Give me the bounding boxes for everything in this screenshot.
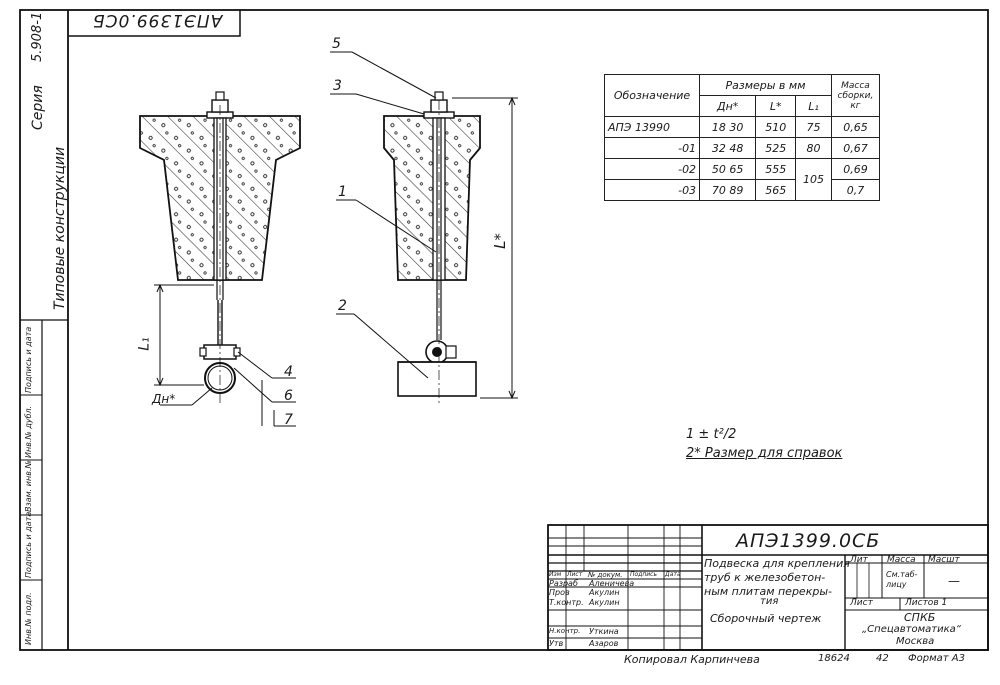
spec-sub-l: L* [755,95,797,117]
table-row: -03 70 89 565 0,7 [603,179,881,201]
name-approver: Азаров [589,639,619,648]
callout-1: 1 [338,184,347,200]
note-2: 2* Размер для справок [686,446,843,461]
side-field-1: Инв.№ подл. [24,592,33,645]
series-label: Серия [30,85,46,130]
note-1-text: ± t²/2 [698,427,737,442]
title-name-line2: труб к железобетон- [704,571,826,584]
change-header-list: Лист [567,571,583,578]
title-name-line1: Подвеска для крепления [704,557,850,570]
series-number: 5.908-1 [30,11,45,62]
title-block-code: АПЭ1399.0СБ [736,530,881,552]
name-tech-control: Акулин [589,598,620,607]
role-norm-control: Н.контр. [549,627,581,635]
mass-value: См.таб-лицу [886,570,918,589]
table-row: -02 50 65 555 105 0,69 [603,158,881,201]
name-norm-control: Уткина [589,627,619,636]
doc-type: Сборочный чертеж [710,612,822,625]
callout-6: 6 [284,388,293,404]
sheet-frame [19,9,989,651]
spec-header-sizes: Размеры в мм [699,74,832,96]
role-developer: Разраб [549,579,578,588]
category-label: Типовые конструкции [52,146,68,310]
left-view [139,91,301,427]
side-field-5: Подпись и дата [24,326,33,393]
name-checker: Акулин [589,588,620,597]
callout-5: 5 [332,36,341,52]
col-mass: Масса [887,555,916,565]
role-tech-control: Т.контр. [549,598,584,607]
dim-lstar-label: L* [490,233,509,249]
side-field-3: Взам. инв.№ [24,460,33,512]
dim-l1-label: L₁ [136,337,153,351]
pipe-right [397,361,477,397]
table-row: АПЭ 13990 18 30 510 75 0,65 [603,116,881,138]
name-developer: Аленичева [589,579,635,588]
corner-code: АПЭ1399.0СБ [92,10,223,30]
spec-sub-l1: L₁ [795,95,832,117]
sheets-label: Листов 1 [905,598,948,608]
scale-value: — [948,574,960,588]
right-view [330,51,518,405]
spec-table: Обозначение Размеры в мм Масса сборки, к… [603,74,881,201]
org-line1: СПКБ [904,611,936,624]
callout-3: 3 [333,78,342,94]
side-field-4: Инв.№ дубл. [24,405,33,458]
footer-order: 18624 [818,653,850,664]
callout-4: 4 [284,364,293,380]
callout-7: 7 [284,412,293,428]
title-name-line3: ным плитам перекры- [704,585,832,598]
spec-header-designation: Обозначение [603,74,701,117]
side-field-2: Подпись и дата [24,511,33,578]
change-header-date: Дата [665,571,681,578]
dim-dn-label: Дн* [152,392,176,406]
spec-sub-dn: Дн* [699,95,757,117]
footer-format: Формат А3 [908,653,965,664]
role-checker: Пров [549,588,570,597]
callout-2: 2 [338,298,347,314]
role-approver: Утв [549,639,564,648]
col-scale: Масшт [928,555,960,565]
title-name-line4: тия [760,596,779,607]
corner-code-box [68,10,241,37]
col-lit: Лит [850,555,868,565]
note-1-number: 1 [686,427,695,442]
spec-header-mass: Масса сборки, кг [830,74,881,117]
footer-code: 42 [876,653,889,664]
sheet-label: Лист [850,598,873,608]
note-1: 1 ± t²/2 [686,427,736,442]
table-row: -01 32 48 525 80 0,67 [603,137,881,159]
org-line3: Москва [896,636,935,647]
change-header-sign: Подпись [630,571,657,578]
concrete-slab-right [383,115,481,281]
change-header-izm: Изм [549,571,562,578]
org-line2: „Спецавтоматика“ [862,624,961,635]
footer-copied: Копировал Карпинчева [624,653,760,666]
change-header-doc: № докум. [588,571,623,579]
